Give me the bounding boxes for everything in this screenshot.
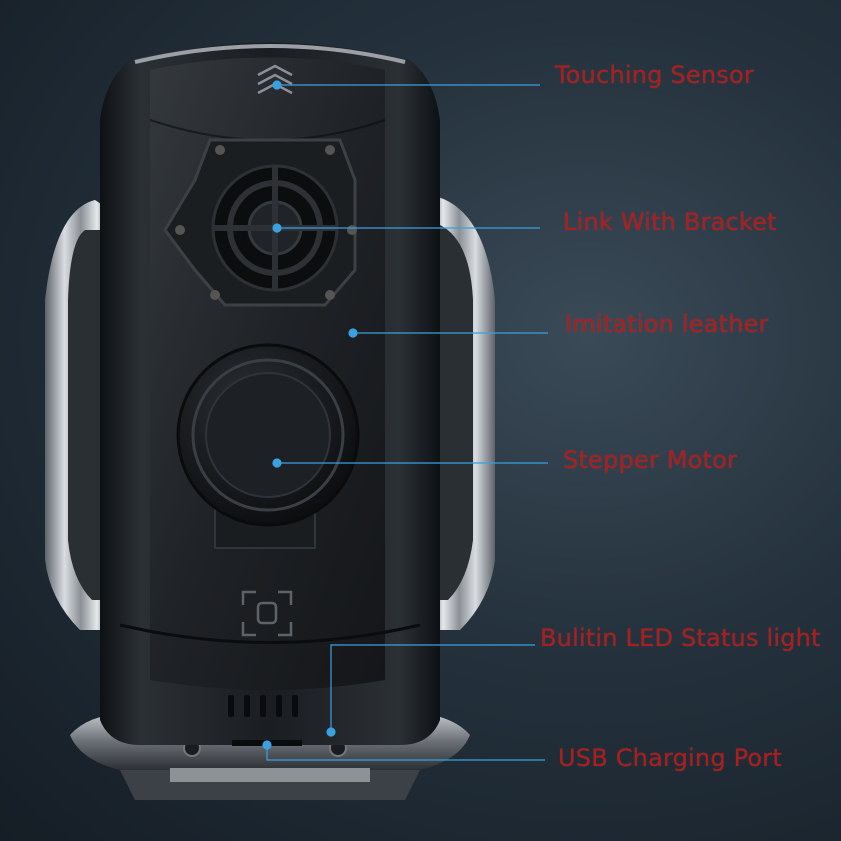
stepper-motor-label: Stepper Motor: [563, 446, 738, 474]
link-with-bracket-label: Link With Bracket: [563, 208, 777, 236]
right-arm: [430, 195, 495, 630]
leader-lines: [262, 80, 548, 761]
touching-sensor-label: Touching Sensor: [555, 61, 754, 89]
left-arm: [45, 200, 110, 630]
stepper-motor: [176, 343, 360, 549]
sensor-frame-icon: [241, 590, 293, 637]
imitation-leather-label: Imitation leather: [565, 310, 769, 338]
vent-slits: [228, 695, 298, 717]
led-status-light-label: Bulitin LED Status light: [540, 624, 821, 652]
usb-charging-port-label: USB Charging Port: [558, 744, 782, 772]
